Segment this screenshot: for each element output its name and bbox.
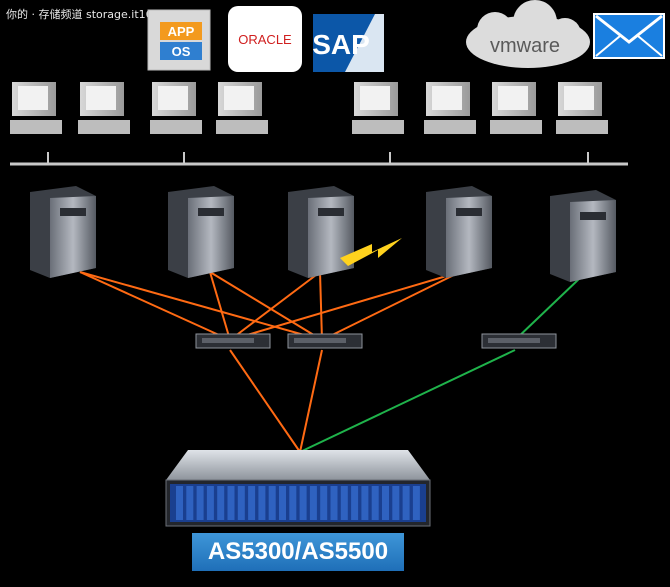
client-pc-icon xyxy=(78,82,130,134)
os-label: OS xyxy=(172,44,191,59)
drive-bay xyxy=(402,486,410,520)
server-tower xyxy=(168,186,234,278)
drive-bay xyxy=(309,486,317,520)
drive-bay xyxy=(330,486,338,520)
drive-bay xyxy=(382,486,389,520)
fc-links xyxy=(79,271,461,453)
storage-array xyxy=(165,450,431,527)
drive-bay xyxy=(279,486,286,520)
lightning-icon xyxy=(340,238,402,266)
drive-bay xyxy=(371,486,379,520)
client-pc-icon xyxy=(352,82,404,134)
client-pc-icon xyxy=(556,82,608,134)
drive-bay xyxy=(299,486,307,520)
drive-bay xyxy=(217,486,225,520)
drive-bay xyxy=(320,486,328,520)
drive-bay xyxy=(340,486,348,520)
envelope-icon xyxy=(593,13,665,59)
client-pc-icon xyxy=(150,82,202,134)
ip-links xyxy=(299,277,581,453)
oracle-logo: ORACLE xyxy=(228,6,302,72)
client-pcs xyxy=(10,82,608,134)
ip-switch xyxy=(481,333,557,349)
drive-bay xyxy=(268,486,276,520)
client-pc-icon xyxy=(424,82,476,134)
drive-bay xyxy=(351,486,359,520)
server-tower xyxy=(30,186,96,278)
servers xyxy=(30,186,616,282)
drive-bay xyxy=(392,486,400,520)
sap-logo: SAP xyxy=(312,14,384,72)
client-pc-icon xyxy=(490,82,542,134)
vmware-label: vmware xyxy=(490,35,560,57)
drive-bays xyxy=(176,486,420,520)
drive-bay xyxy=(248,486,256,520)
server-tower xyxy=(426,186,492,278)
fc-switch xyxy=(287,333,363,349)
watermark: 你的 · 存储频道 storage.it168.com xyxy=(6,8,187,21)
drive-bay xyxy=(361,486,369,520)
drive-bay xyxy=(206,486,214,520)
drive-bay xyxy=(289,486,297,520)
server-tower xyxy=(550,190,616,282)
client-pc-icon xyxy=(10,82,62,134)
sap-label: SAP xyxy=(312,29,370,60)
switches xyxy=(195,333,557,349)
drive-bay xyxy=(176,486,183,520)
app-label: APP xyxy=(168,24,195,39)
drive-bay xyxy=(186,486,194,520)
drive-bay xyxy=(227,486,235,520)
vmware-logo: vmware xyxy=(466,0,590,68)
drive-bay xyxy=(237,486,245,520)
app-os-logo: APP OS xyxy=(147,9,211,71)
oracle-label: ORACLE xyxy=(238,32,292,47)
drive-bay xyxy=(412,486,420,520)
drive-bay xyxy=(258,486,266,520)
server-tower xyxy=(288,186,354,278)
lan-backbone xyxy=(10,152,628,166)
storage-model-label: AS5300/AS5500 xyxy=(192,533,404,571)
client-pc-icon xyxy=(216,82,268,134)
drive-bay xyxy=(196,486,204,520)
fc-switch xyxy=(195,333,271,349)
